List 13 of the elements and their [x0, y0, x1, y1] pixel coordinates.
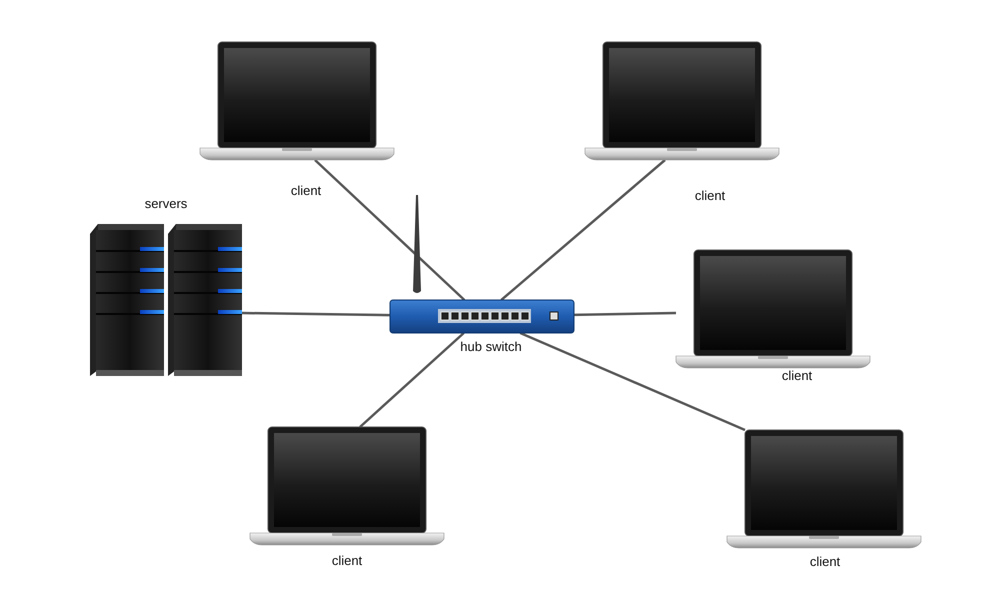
node-label: client — [782, 368, 812, 384]
network-cable — [359, 332, 465, 428]
node-label: servers — [144, 196, 188, 212]
node-label: client — [810, 554, 840, 570]
node-label: client — [332, 553, 362, 569]
network-cable — [520, 332, 746, 432]
node-label: hub switch — [460, 339, 522, 355]
node-label: client — [694, 188, 726, 204]
network-cable — [314, 159, 466, 301]
node-label: client — [290, 183, 322, 199]
network-cable — [242, 312, 390, 316]
network-cable — [574, 312, 676, 316]
network-cable — [500, 159, 666, 301]
